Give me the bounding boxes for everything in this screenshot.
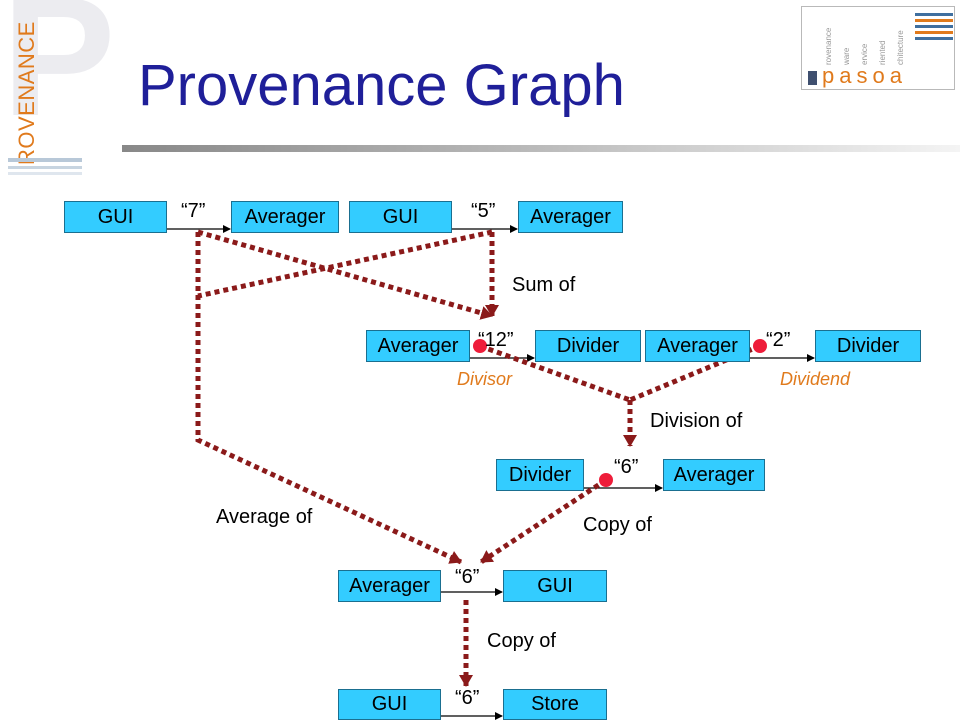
copy-of-edge (479, 477, 608, 565)
average-of-edge (195, 232, 463, 565)
provenance-logo-letter: P (2, 0, 116, 152)
message-label: “2” (766, 329, 791, 351)
role-divisor: Divisor (457, 369, 513, 389)
node-averager: Averager (231, 201, 339, 233)
message-label: “6” (614, 456, 639, 478)
node-averager: Averager (366, 330, 470, 362)
message-label: “6” (455, 566, 480, 588)
provenance-logo: P ROVENANCE (0, 0, 115, 180)
role-dividend: Dividend (780, 369, 851, 389)
node-store: Store (503, 689, 607, 720)
relation-average-of: Average of (216, 506, 313, 528)
dividend-anchor (753, 339, 767, 353)
pasoa-logo-brand: pasoa (822, 63, 907, 88)
relation-copy-of: Copy of (487, 630, 556, 652)
title-divider (122, 145, 960, 152)
node-divider: Divider (815, 330, 921, 362)
node-averager: Averager (645, 330, 750, 362)
node-averager: Averager (663, 459, 765, 491)
node-averager: Averager (338, 570, 441, 602)
relation-division-of: Division of (650, 410, 743, 432)
node-divider: Divider (496, 459, 584, 491)
node-gui: GUI (349, 201, 452, 233)
message-label: “12” (478, 329, 514, 351)
slide-title: Provenance Graph (138, 53, 625, 118)
relation-copy-of: Copy of (583, 514, 652, 536)
average-of-edge (197, 229, 493, 299)
copy-source-anchor (599, 473, 613, 487)
node-gui: GUI (338, 689, 441, 720)
message-label: “7” (181, 200, 206, 222)
message-label: “6” (455, 687, 480, 709)
relation-sum-of: Sum of (512, 274, 576, 296)
node-divider: Divider (535, 330, 641, 362)
node-gui: GUI (503, 570, 607, 602)
node-averager: Averager (518, 201, 623, 233)
divisor-anchor (473, 339, 487, 353)
division-of-edge (629, 343, 761, 403)
node-gui: GUI (64, 201, 167, 233)
pasoa-logo: rovenance ware ervice riented chitecture… (801, 6, 955, 90)
sum-of-edge (197, 229, 493, 320)
message-label: “5” (471, 200, 496, 222)
